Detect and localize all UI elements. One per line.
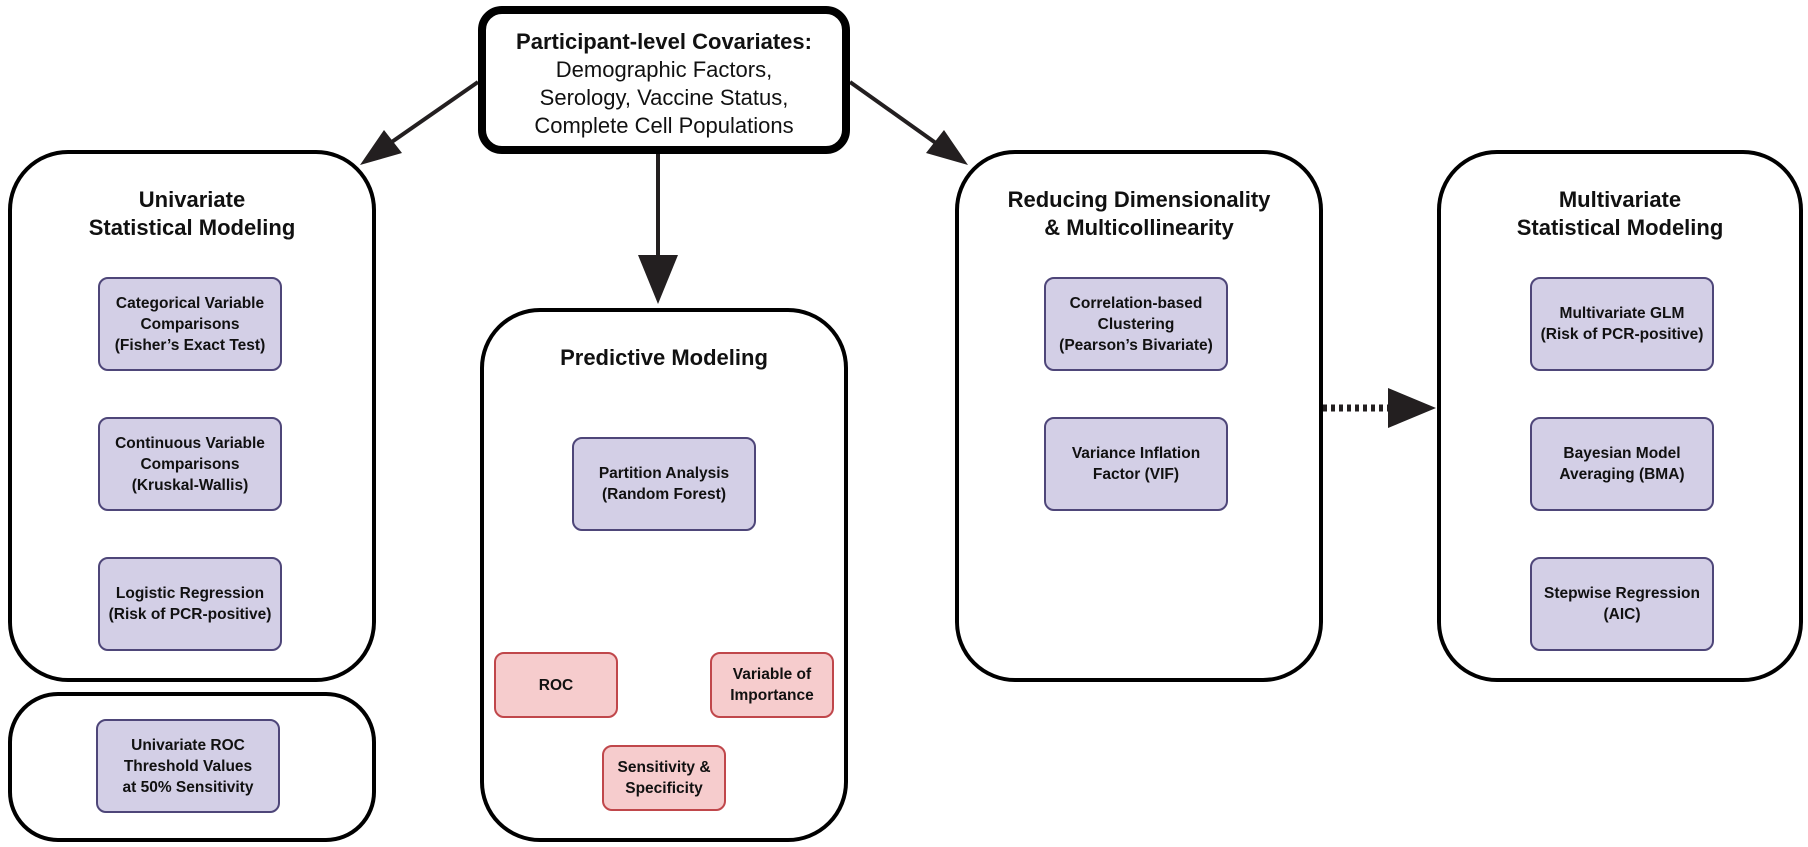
node-line: Multivariate GLM [1559,305,1685,322]
arrow-head-predictive [638,255,678,304]
multivariate-glm-node: Multivariate GLM (Risk of PCR-positive) [1530,277,1714,371]
multivariate-title: Multivariate Statistical Modeling [1441,186,1799,242]
correlation-clustering-node: Correlation-based Clustering (Pearson’s … [1044,277,1228,371]
node-line: Threshold Values [123,757,253,775]
node-line: (Fisher’s Exact Test) [114,336,266,354]
node-line: (Pearson’s Bivariate) [1059,336,1213,354]
node-line: Clustering [1097,315,1175,333]
logistic-regression-node: Logistic Regression (Risk of PCR-positiv… [98,557,282,651]
sensitivity-specificity-node: Sensitivity & Specificity [602,745,726,811]
node-line: Sensitivity & [617,759,711,776]
node-line: Logistic Regression [115,585,265,602]
node-line: ROC [538,676,574,694]
covariates-title: Participant-level Covariates: [516,29,812,54]
univariate-title: Univariate Statistical Modeling [12,186,372,242]
node-line: (Risk of PCR-positive) [108,606,272,623]
node-line: (Kruskal-Wallis) [131,476,249,494]
multivariate-title-line: Statistical Modeling [1516,215,1724,240]
variable-importance-node: Variable of Importance [710,652,834,718]
node-line: Partition Analysis [598,465,730,482]
continuous-comparisons-node: Continuous Variable Comparisons (Kruskal… [98,417,282,511]
arrow-head-univariate [360,130,402,165]
covariates-line: Serology, Vaccine Status, [539,85,789,110]
roc-threshold-panel [8,692,376,842]
predictive-title: Predictive Modeling [560,345,768,370]
univariate-title-line: Univariate [138,187,246,212]
categorical-comparisons-node: Categorical Variable Comparisons (Fisher… [98,277,282,371]
node-line: Factor (VIF) [1092,466,1180,483]
node-line: (Risk of PCR-positive) [1540,326,1704,343]
reducing-title: Reducing Dimensionality & Multicollinear… [959,186,1319,242]
node-line: (Random Forest) [601,486,726,503]
reducing-title-line: Reducing Dimensionality [1007,187,1271,212]
node-line: Categorical Variable [115,294,265,312]
roc-node: ROC [494,652,618,718]
bma-node: Bayesian Model Averaging (BMA) [1530,417,1714,511]
vif-node: Variance Inflation Factor (VIF) [1044,417,1228,511]
node-line: Comparisons [140,315,240,333]
node-line: Variance Inflation [1071,445,1201,462]
reducing-title-line: & Multicollinearity [1044,215,1234,240]
covariates-line: Demographic Factors, [555,57,773,82]
univariate-title-line: Statistical Modeling [88,215,296,240]
arrow-to-reducing [848,80,942,148]
node-line: Averaging (BMA) [1559,466,1685,483]
multivariate-title-line: Multivariate [1558,187,1682,212]
node-line: Specificity [625,780,703,797]
node-line: Bayesian Model [1563,445,1681,462]
node-line: Variable of [732,666,812,683]
node-line: Stepwise Regression [1544,585,1700,602]
covariates-box: Participant-level Covariates: Demographi… [478,6,850,154]
node-line: Correlation-based [1069,294,1203,312]
covariates-line: Complete Cell Populations [534,113,794,138]
node-line: Importance [730,687,814,704]
node-line: Comparisons [140,455,240,473]
arrow-head-multivariate [1388,388,1436,428]
arrow-to-univariate [384,80,480,148]
node-line: (AIC) [1603,606,1641,623]
stepwise-regression-node: Stepwise Regression (AIC) [1530,557,1714,651]
reducing-panel: Reducing Dimensionality & Multicollinear… [955,150,1323,682]
node-line: Continuous Variable [115,434,265,452]
node-line: Univariate ROC [131,736,245,754]
partition-analysis-node: Partition Analysis (Random Forest) [572,437,756,531]
node-line: at 50% Sensitivity [122,778,254,796]
roc-threshold-node: Univariate ROC Threshold Values at 50% S… [96,719,280,813]
arrow-head-reducing [926,130,968,165]
multivariate-panel: Multivariate Statistical Modeling [1437,150,1803,682]
